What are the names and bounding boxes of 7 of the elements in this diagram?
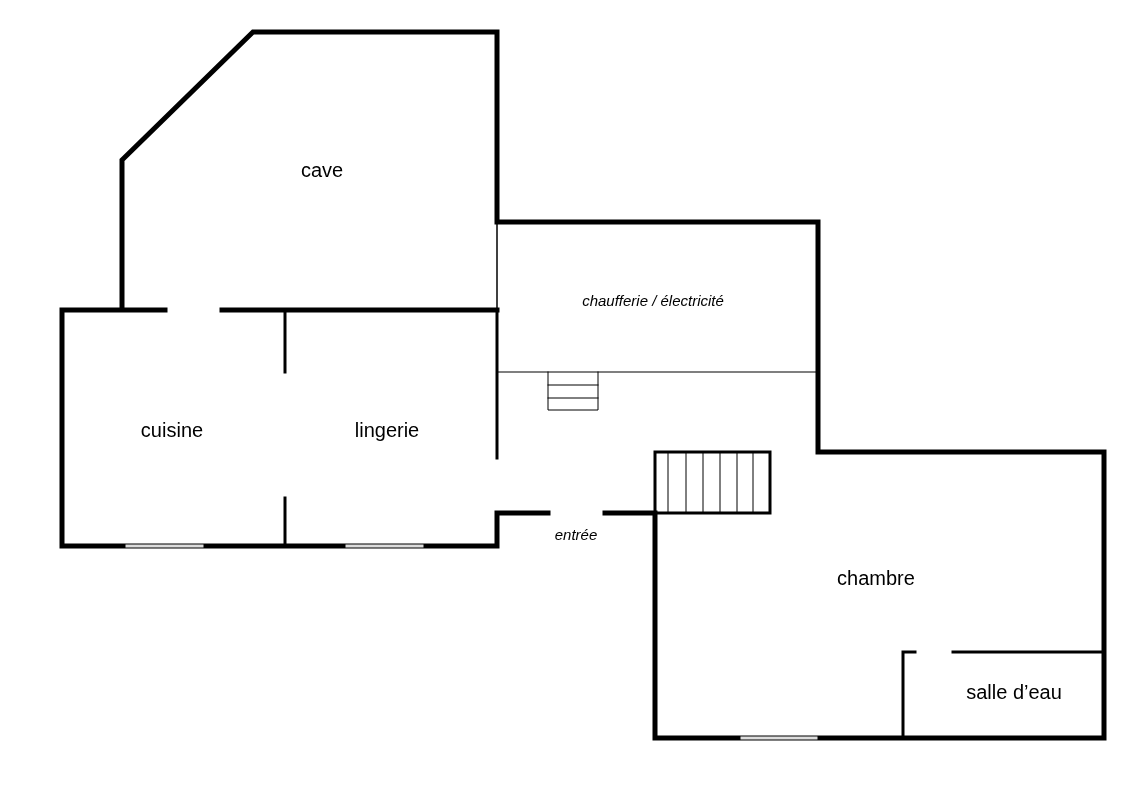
room-label: entrée [554, 525, 598, 543]
room-label: lingerie [354, 418, 420, 442]
room-label: cave [300, 158, 344, 182]
room-label: chaufferie / électricité [582, 291, 724, 309]
room-label: cuisine [140, 418, 204, 442]
room-label: chambre [837, 566, 915, 590]
room-label: salle d’eau [966, 680, 1062, 704]
